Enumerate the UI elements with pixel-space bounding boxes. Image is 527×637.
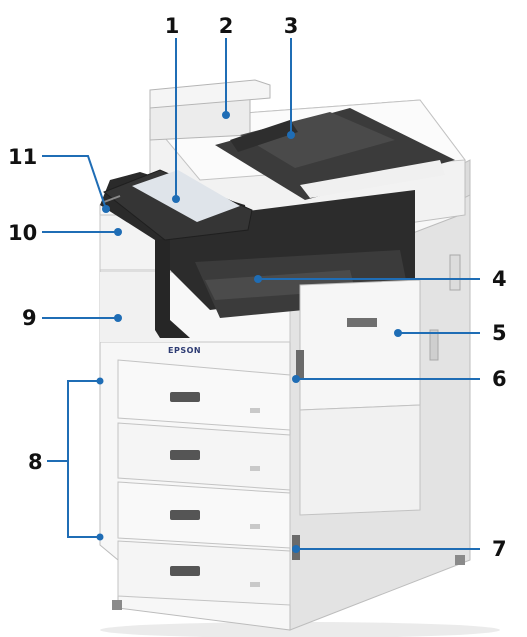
leader-dot bbox=[292, 545, 300, 553]
leader-dot bbox=[222, 111, 230, 119]
tray-3-indicator bbox=[250, 524, 260, 529]
leader-dot bbox=[114, 314, 122, 322]
caster-right bbox=[455, 555, 465, 565]
bracket-dot-top bbox=[96, 377, 104, 385]
leader-dot bbox=[172, 195, 180, 203]
callout-number: 7 bbox=[492, 537, 507, 561]
callout-number: 8 bbox=[28, 450, 43, 474]
floor-shadow bbox=[100, 622, 500, 637]
callout-11: 11 bbox=[8, 145, 110, 213]
usb-port bbox=[103, 195, 121, 203]
callout-6: 6 bbox=[292, 367, 507, 391]
side-cover-lower bbox=[299, 404, 421, 516]
callout-number: 3 bbox=[284, 14, 299, 38]
callout-10: 10 bbox=[8, 221, 122, 245]
callout-number: 5 bbox=[492, 321, 507, 345]
tray-2 bbox=[117, 422, 291, 491]
adf-cover bbox=[149, 79, 271, 109]
callout-number: 10 bbox=[8, 221, 37, 245]
vent-mid bbox=[429, 329, 439, 361]
callout-7: 7 bbox=[292, 537, 507, 561]
cavity-frame-left bbox=[155, 215, 190, 338]
tray-4-handle bbox=[170, 566, 200, 576]
side-cover-handle bbox=[347, 318, 377, 327]
callout-5: 5 bbox=[394, 321, 507, 345]
paper-trays bbox=[117, 359, 291, 606]
tray-2-handle bbox=[170, 450, 200, 460]
tray-3 bbox=[117, 481, 291, 549]
leader-dot bbox=[394, 329, 402, 337]
callout-number: 1 bbox=[165, 14, 180, 38]
tray-1 bbox=[117, 359, 291, 431]
printer-illustration: EPSON bbox=[99, 79, 500, 637]
callout-2: 2 bbox=[219, 14, 234, 119]
leader-dot bbox=[287, 131, 295, 139]
callout-9: 9 bbox=[22, 306, 122, 330]
tray-4-indicator bbox=[250, 582, 260, 587]
callout-number: 11 bbox=[8, 145, 37, 169]
callout-number: 6 bbox=[492, 367, 507, 391]
touch-screen bbox=[132, 170, 240, 222]
leader-dot bbox=[292, 375, 300, 383]
document-guide bbox=[230, 120, 298, 152]
callout-1: 1 bbox=[165, 14, 180, 203]
callout-number: 4 bbox=[492, 267, 507, 291]
bracket-dot-bottom bbox=[96, 533, 104, 541]
tray-4 bbox=[117, 540, 291, 606]
tray-3-handle bbox=[170, 510, 200, 520]
caster-left bbox=[112, 600, 122, 610]
callout-8: 8 bbox=[28, 377, 104, 541]
tray-1-handle bbox=[170, 392, 200, 402]
side-cover bbox=[299, 279, 421, 411]
front-cover-top bbox=[100, 272, 190, 342]
callout-number: 2 bbox=[219, 14, 234, 38]
leader-dot bbox=[102, 205, 110, 213]
side-cover-latch-1 bbox=[296, 350, 304, 378]
callout-3: 3 bbox=[284, 14, 299, 139]
callout-number: 9 bbox=[22, 306, 37, 330]
output-slot bbox=[300, 160, 445, 198]
leader-line bbox=[42, 155, 107, 210]
brand-logo: EPSON bbox=[168, 346, 201, 355]
tray-2-indicator bbox=[250, 466, 260, 471]
bracket-line bbox=[67, 380, 100, 538]
vent-upper bbox=[449, 254, 461, 291]
leader-dot bbox=[114, 228, 122, 236]
tray-1-indicator bbox=[250, 408, 260, 413]
leader-dot bbox=[254, 275, 262, 283]
callouts: 1 2 3 4 5 bbox=[8, 14, 507, 561]
callout-4: 4 bbox=[254, 267, 507, 291]
